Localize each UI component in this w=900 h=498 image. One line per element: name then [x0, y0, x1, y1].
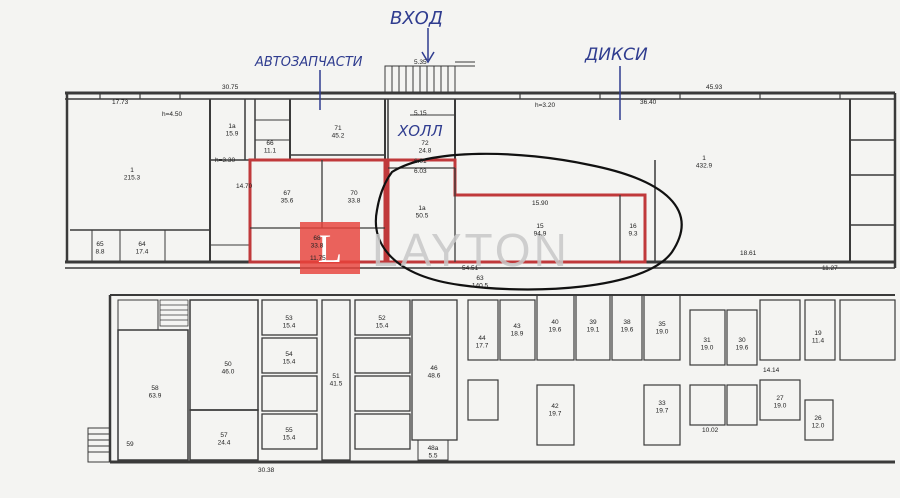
dim-h450: h=4.50: [162, 111, 182, 118]
logo-text: LAYTON: [372, 224, 570, 276]
dim-top-left: 30.75: [222, 84, 239, 91]
room-59: 59: [126, 441, 134, 448]
lower-building: [108, 294, 896, 464]
hall-label: ХОЛЛ: [397, 122, 443, 140]
logo-badge: [300, 222, 360, 274]
dim-top-right: 45.93: [706, 84, 723, 91]
dim-1175: 11.75: [310, 255, 326, 262]
dim-h330: h=3.30: [215, 157, 235, 164]
dim-1470: 14.70: [236, 183, 253, 190]
bottom-left-steps: [87, 427, 111, 463]
dim-bot2: 10.02: [702, 427, 719, 434]
layton-watermark: L LAYTON: [300, 222, 570, 276]
dim-right-top: 36.40: [640, 99, 657, 106]
dim-h320: h=3.20: [535, 102, 555, 109]
dim-535: 5.35: [414, 59, 427, 66]
dim-603: 6.03: [414, 168, 427, 175]
dim-1590: 15.90: [532, 200, 549, 207]
hand-drawn-oval: [374, 152, 683, 291]
dim-bottom: 30.38: [258, 467, 275, 474]
highlight-inner-walls: [250, 160, 621, 262]
dim-5451: 54.51: [462, 265, 479, 272]
entrance-label: ВХОД: [390, 8, 443, 29]
dim-1414: 14.14: [763, 367, 780, 374]
dim-top-mid: 17.73: [112, 99, 129, 106]
logo-badge-letter: L: [318, 226, 342, 271]
dim-1127: 11.27: [822, 265, 838, 272]
dim-1861: 18.61: [740, 250, 757, 257]
entrance-stairs: [384, 61, 475, 94]
dim-515: 5.15: [414, 110, 427, 117]
dim-601: 6.01: [414, 158, 427, 165]
auto-parts-label: АВТОЗАПЧАСТИ: [254, 55, 363, 70]
dixy-label: ДИКСИ: [584, 45, 648, 65]
dimension-labels: 30.75 17.73 45.93 36.40 h=4.50 h=3.30 h=…: [112, 59, 838, 474]
annotations: ВХОД АВТОЗАПЧАСТИ ДИКСИ ХОЛЛ: [254, 8, 648, 140]
